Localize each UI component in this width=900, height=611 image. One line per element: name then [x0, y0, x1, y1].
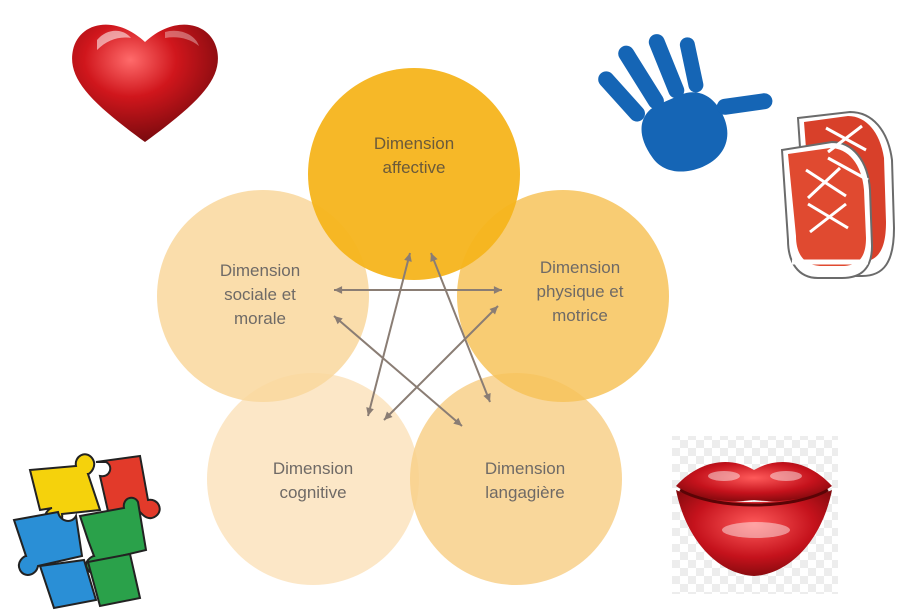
arrowhead-physique: [493, 286, 502, 294]
label-sociale-line: sociale et: [224, 285, 296, 304]
arrowhead-langagiere: [483, 393, 491, 402]
circle-sociale: [157, 190, 369, 402]
circle-langagiere: [410, 373, 622, 585]
label-physique-line: physique et: [537, 282, 624, 301]
arrow-affective-cognitive: [367, 252, 411, 417]
arrowhead-affective: [404, 253, 412, 262]
circle-cognitive: [207, 373, 419, 585]
arrow-physique-cognitive: [383, 305, 499, 421]
arrowhead-sociale: [334, 286, 343, 294]
dimension-circles: [157, 68, 669, 585]
dimension-arrows: [333, 252, 502, 427]
label-langagiere-line: langagière: [485, 483, 564, 502]
lips-icon: [672, 436, 838, 594]
arrowhead-cognitive: [384, 411, 393, 420]
label-sociale: Dimension sociale et morale: [220, 261, 300, 328]
label-affective: Dimension affective: [374, 134, 454, 177]
arrowhead-affective: [430, 253, 438, 262]
label-affective-line: affective: [382, 158, 445, 177]
arrowhead-cognitive: [366, 407, 374, 416]
label-physique: Dimension physique et motrice: [537, 258, 624, 325]
hand-icon: [598, 34, 773, 172]
label-cognitive: Dimension cognitive: [273, 459, 353, 502]
label-physique-line: Dimension: [540, 258, 620, 277]
arrow-sociale-langagiere: [333, 315, 463, 427]
label-affective-line: Dimension: [374, 134, 454, 153]
arrow-affective-langagiere: [430, 252, 491, 403]
arrowhead-sociale: [334, 316, 343, 325]
label-sociale-line: Dimension: [220, 261, 300, 280]
arrowhead-langagiere: [453, 417, 462, 426]
circle-affective: [308, 68, 520, 280]
arrowhead-physique: [489, 306, 498, 315]
label-langagiere-line: Dimension: [485, 459, 565, 478]
label-langagiere: Dimension langagière: [485, 459, 565, 502]
heart-icon: [72, 24, 218, 142]
sneakers-icon: [780, 110, 896, 279]
label-cognitive-line: cognitive: [279, 483, 346, 502]
label-physique-line: motrice: [552, 306, 608, 325]
puzzle-icon: [12, 453, 161, 610]
label-sociale-line: morale: [234, 309, 286, 328]
label-cognitive-line: Dimension: [273, 459, 353, 478]
circle-physique: [457, 190, 669, 402]
